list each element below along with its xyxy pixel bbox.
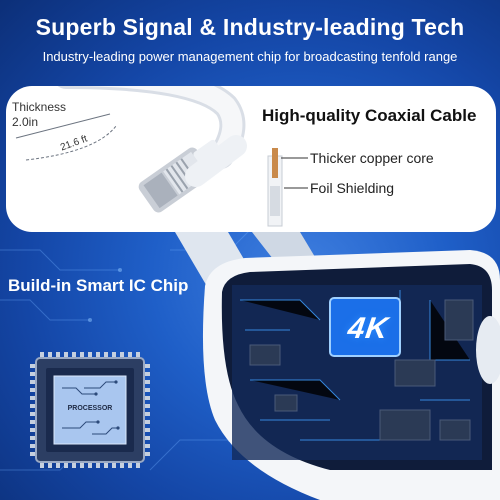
connector-end xyxy=(476,316,500,384)
device-housing xyxy=(203,250,500,500)
cable-illustration xyxy=(15,86,308,227)
4k-badge: 4K xyxy=(345,312,391,345)
circuit-board xyxy=(232,285,482,460)
length-arrow xyxy=(25,125,117,161)
cable-cross-section xyxy=(267,148,283,227)
foil-shielding-label: Foil Shielding xyxy=(310,180,395,196)
processor-icon xyxy=(30,352,150,468)
subheadline: Industry-leading power management chip f… xyxy=(42,49,458,64)
thickness-value: 2.0in xyxy=(12,115,39,129)
cable-panel xyxy=(6,86,496,232)
thickness-arrow xyxy=(15,113,111,139)
processor-label: PROCESSOR xyxy=(67,405,113,412)
headline: Superb Signal & Industry-leading Tech xyxy=(35,14,465,40)
copper-core-label: Thicker copper core xyxy=(310,150,434,166)
copper-core-icon xyxy=(272,148,278,178)
thickness-title: Thickness xyxy=(12,100,67,114)
coax-title: High-quality Coaxial Cable xyxy=(262,106,477,125)
chip-section-title: Build-in Smart IC Chip xyxy=(8,276,189,295)
4k-chip xyxy=(329,297,401,357)
thickness-label: Thickness 2.0in xyxy=(12,100,66,130)
